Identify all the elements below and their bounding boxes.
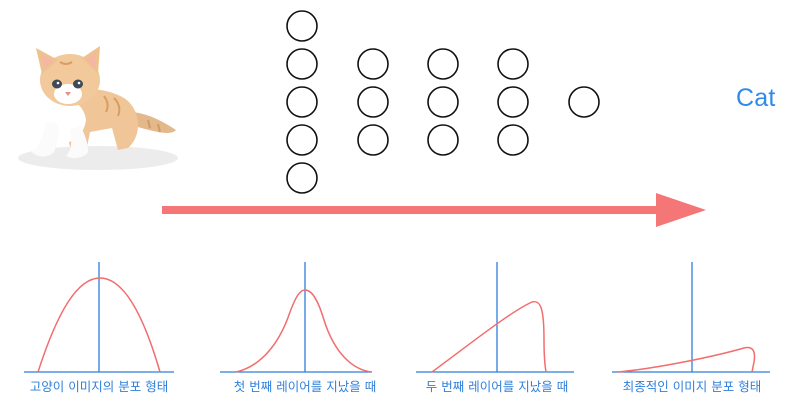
network-node	[286, 10, 318, 42]
kitten-leg-right	[66, 126, 88, 159]
network-node	[497, 86, 529, 118]
distribution-caption-final: 최종적인 이미지 분포 형태	[622, 379, 762, 394]
distribution-curve	[235, 289, 373, 373]
network-node	[427, 124, 459, 156]
network-node	[357, 86, 389, 118]
network-node	[497, 48, 529, 80]
network-node	[427, 48, 459, 80]
kitten-eye-right	[73, 79, 83, 89]
kitten-nose	[65, 92, 71, 96]
network-node	[286, 162, 318, 194]
network-node	[568, 86, 600, 118]
network-node	[497, 124, 529, 156]
kitten-image	[18, 46, 178, 170]
network-node	[286, 124, 318, 156]
distribution-curve	[37, 277, 161, 373]
distribution-caption-layer2: 두 번째 레이어를 지났을 때	[425, 379, 569, 394]
network-node	[286, 48, 318, 80]
flow-arrow-shaft	[162, 206, 662, 214]
network-node	[357, 124, 389, 156]
distribution-curve	[431, 300, 547, 373]
distribution-caption-original: 고양이 이미지의 분포 형태	[29, 379, 169, 394]
kitten-ear-right-inner	[86, 52, 96, 68]
kitten-shadow	[18, 146, 178, 170]
kitten-eye-left	[52, 79, 62, 89]
result-label: Cat	[736, 84, 776, 112]
neural-network	[286, 10, 600, 194]
kitten-leg-left	[32, 122, 59, 157]
distribution-caption-layer1: 첫 번째 레이어를 지났을 때	[233, 379, 377, 394]
network-node	[427, 86, 459, 118]
network-node	[357, 48, 389, 80]
distribution-curve	[617, 346, 756, 373]
kitten-ear-left-inner	[41, 54, 54, 68]
network-node	[286, 86, 318, 118]
flow-arrow-head	[656, 193, 706, 227]
distribution-plots	[24, 262, 770, 373]
flow-arrow	[162, 193, 706, 227]
